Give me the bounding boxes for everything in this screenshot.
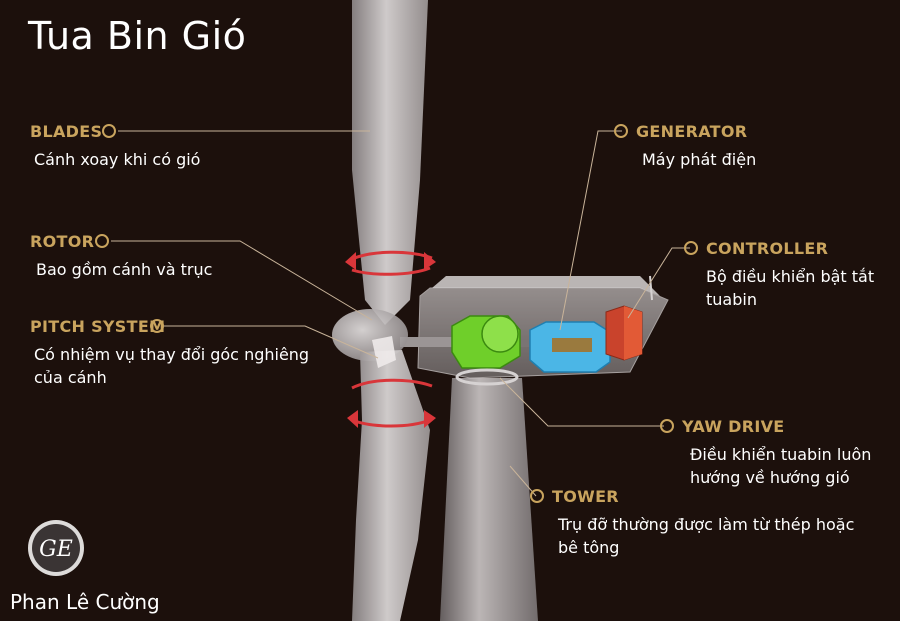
ring-rotor-icon: [95, 234, 109, 248]
ring-yaw-icon: [660, 419, 674, 433]
ring-controller-icon: [684, 241, 698, 255]
svg-text:GE: GE: [39, 537, 73, 562]
ring-blades-icon: [102, 124, 116, 138]
desc-blades: Cánh xoay khi có gió: [34, 150, 201, 169]
callout-blades: BLADES Cánh xoay khi có gió: [30, 122, 200, 171]
pitch-arrow-top-back: [351, 266, 431, 276]
ring-generator-icon: [614, 124, 628, 138]
callout-rotor: ROTOR Bao gồm cánh và trục: [30, 232, 212, 281]
desc-controller-line1: Bộ điều khiển bật tắt: [706, 267, 875, 286]
callout-controller: CONTROLLER Bộ điều khiển bật tắt tuabin: [706, 239, 874, 311]
controller-side: [624, 306, 642, 360]
pitch-arrow-bottom: [351, 378, 433, 390]
nacelle-top: [432, 276, 660, 296]
desc-tower-line1: Trụ đỡ thường được làm từ thép hoặc: [558, 515, 855, 534]
desc-pitch-line2: của cánh: [34, 368, 107, 387]
page-title: Tua Bin Gió: [28, 14, 247, 58]
arrowhead-right-icon: [424, 252, 436, 270]
tower-shape: [440, 378, 538, 621]
label-generator: GENERATOR: [636, 122, 748, 141]
callout-yaw-drive: YAW DRIVE Điều khiển tuabin luôn hướng v…: [682, 417, 871, 489]
anemometer-mast: [649, 275, 653, 301]
label-blades: BLADES: [30, 122, 103, 141]
arrowhead-left-icon: [345, 252, 356, 270]
gearbox-front: [481, 315, 519, 353]
desc-generator: Máy phát điện: [642, 150, 757, 169]
arrowhead-bottom-right-icon: [424, 410, 436, 428]
callout-tower: TOWER Trụ đỡ thường được làm từ thép hoặ…: [552, 487, 854, 559]
yaw-ring: [455, 368, 519, 386]
desc-pitch-line1: Có nhiệm vụ thay đổi góc nghiêng: [34, 345, 310, 364]
label-rotor: ROTOR: [30, 232, 95, 251]
blade-center: [372, 336, 396, 368]
leader-yaw: [499, 377, 664, 427]
label-tower: TOWER: [552, 487, 619, 506]
author-name: Phan Lê Cường: [10, 590, 160, 614]
leader-pitch: [162, 325, 379, 359]
desc-controller-line2: tuabin: [706, 290, 757, 309]
desc-yaw-line1: Điều khiển tuabin luôn: [690, 445, 872, 464]
leader-rotor: [111, 240, 373, 321]
callout-generator: GENERATOR Máy phát điện: [636, 122, 756, 171]
ring-tower-icon: [530, 489, 544, 503]
desc-rotor: Bao gồm cánh và trục: [36, 260, 213, 279]
blade-bottom: [352, 350, 430, 621]
desc-yaw-line2: hướng về hướng gió: [690, 468, 850, 487]
label-controller: CONTROLLER: [706, 239, 829, 258]
blade-top: [352, 0, 428, 325]
label-yaw-drive: YAW DRIVE: [682, 417, 785, 436]
ge-logo-icon: GE: [28, 520, 84, 576]
desc-tower-line2: bê tông: [558, 538, 620, 557]
callout-pitch-system: PITCH SYSTEM Có nhiệm vụ thay đổi góc ng…: [30, 317, 309, 389]
arrowhead-bottom-left-icon: [347, 410, 358, 428]
generator-core: [552, 338, 592, 352]
label-pitch-system: PITCH SYSTEM: [30, 317, 166, 336]
pitch-arrow-bottom-back: [351, 418, 431, 428]
main-shaft: [400, 337, 460, 347]
ring-pitch-icon: [150, 319, 164, 333]
